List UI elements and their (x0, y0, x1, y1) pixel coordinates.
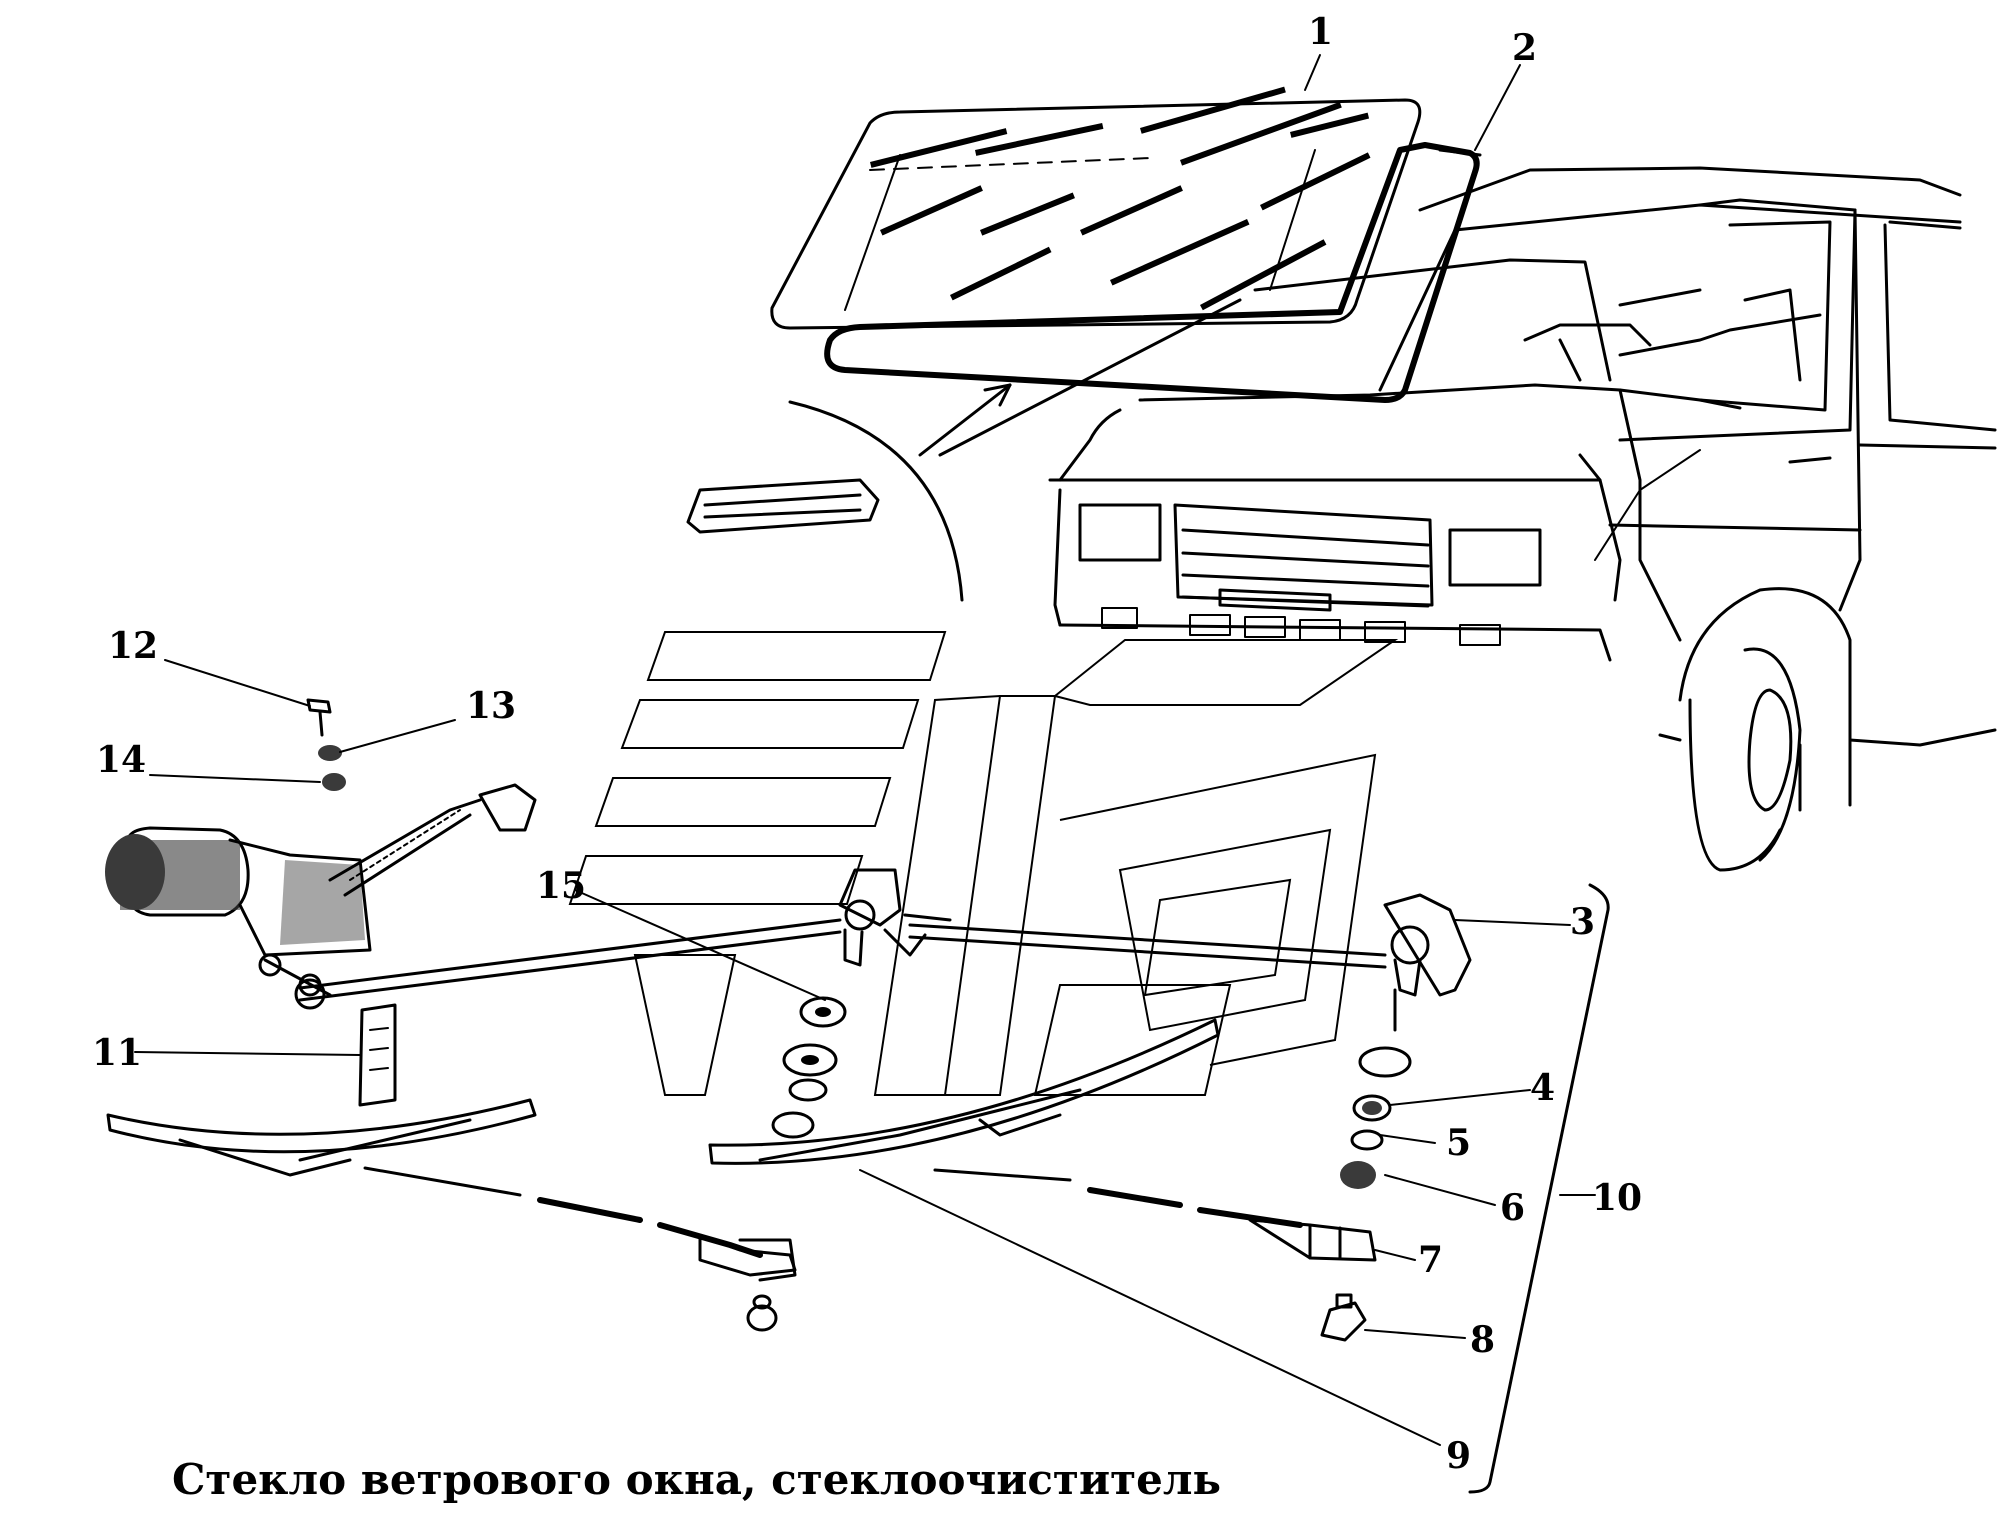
callout-8: 8 (1470, 1319, 1496, 1361)
callout-2: 2 (1512, 27, 1538, 69)
callout-1: 1 (1308, 11, 1334, 53)
callout-6: 6 (1500, 1187, 1526, 1229)
callout-4: 4 (1530, 1067, 1556, 1109)
callout-15: 15 (536, 865, 587, 907)
wiper-blades (106, 1018, 1220, 1177)
wiper-arms (363, 1166, 1377, 1282)
diagram-caption: Стекло ветрового окна, стеклоочиститель (172, 1455, 1221, 1504)
callout-3: 3 (1570, 901, 1596, 943)
callout-9: 9 (1446, 1435, 1472, 1477)
small-parts (306, 698, 1412, 1342)
watermark-logo (568, 631, 1399, 1096)
linkage-rods (294, 868, 1472, 1032)
callout-11: 11 (92, 1032, 143, 1074)
windshield-glass (770, 86, 1422, 330)
callout-7: 7 (1418, 1239, 1444, 1281)
callout-12: 12 (108, 625, 159, 667)
windshield-seal (824, 142, 1482, 403)
callout-14: 14 (96, 739, 147, 781)
callout-5: 5 (1446, 1122, 1472, 1164)
callout-10: 10 (1592, 1177, 1643, 1219)
wiper-motor-assembly (105, 783, 537, 997)
callout-13: 13 (466, 685, 517, 727)
leader-lines (134, 54, 1610, 1494)
vehicle-body (686, 166, 1997, 872)
